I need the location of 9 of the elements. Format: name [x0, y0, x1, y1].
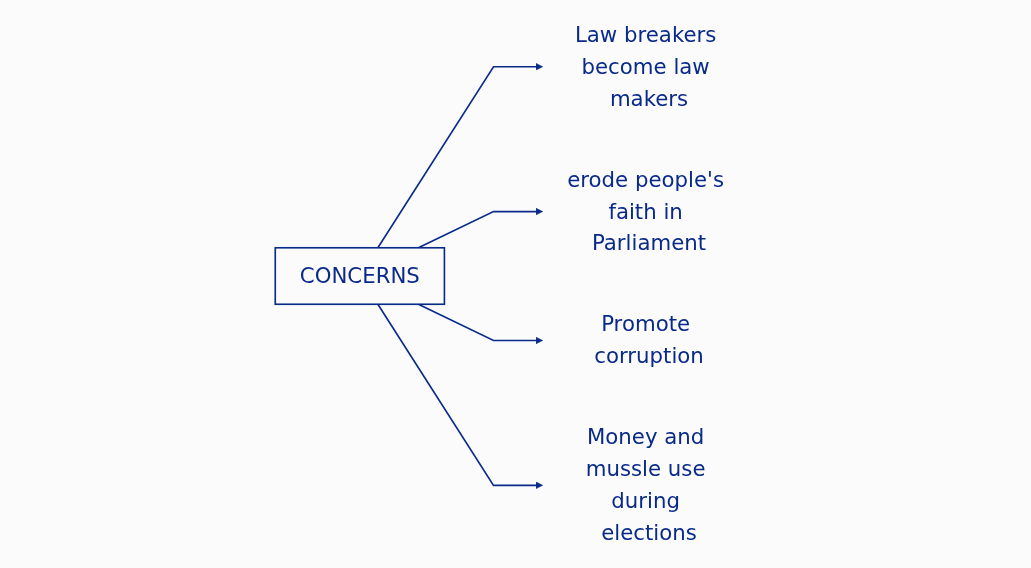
arrow — [417, 303, 544, 345]
arrow — [377, 63, 544, 249]
node-box: CONCERNS — [274, 246, 446, 306]
node-text: Promote corruption — [594, 311, 704, 369]
arrow — [417, 207, 544, 249]
node-text: erode people's faith in Parliament — [567, 166, 725, 256]
node-text: Law breakers become law makers — [575, 22, 717, 111]
arrow — [377, 303, 544, 489]
node-text: Money and mussle use during elections — [585, 424, 706, 546]
